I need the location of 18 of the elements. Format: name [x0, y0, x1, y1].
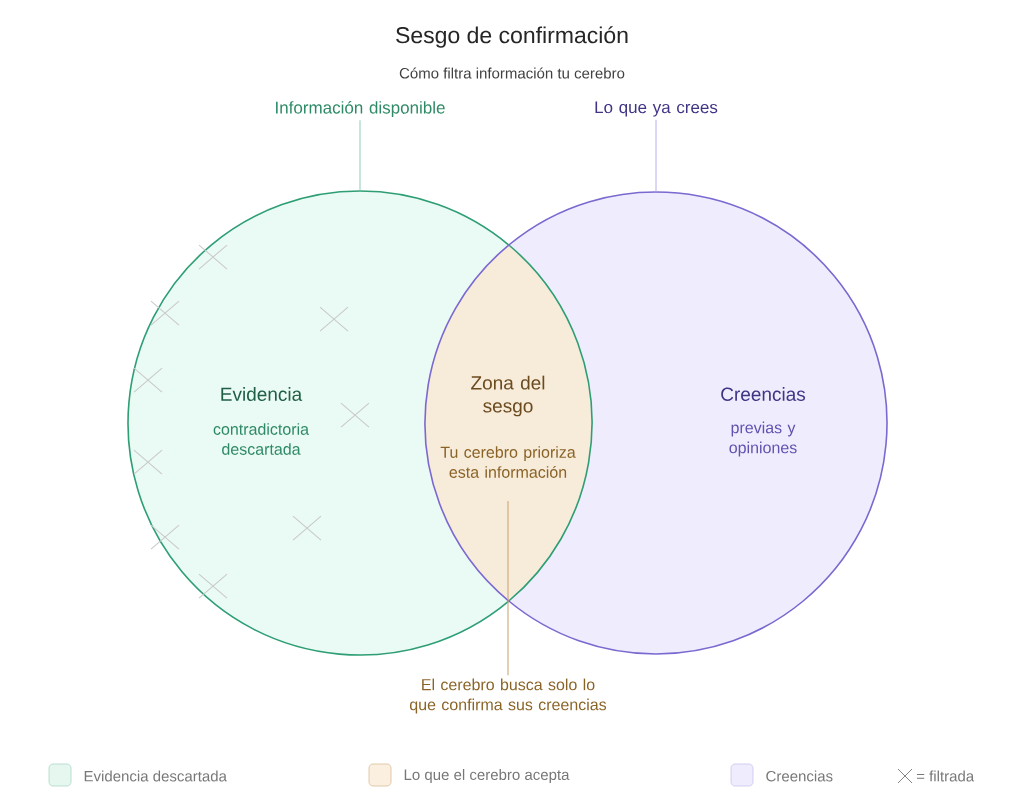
region-heading: Creencias: [721, 387, 806, 401]
leader-line: [359, 119, 361, 192]
legend-label: Evidencia descartada: [84, 770, 227, 782]
legend-label: Lo que el cerebro acepta: [404, 769, 570, 783]
region-heading: Evidencia: [221, 387, 303, 401]
title: Sesgo de confirmación: [396, 26, 628, 48]
region-description: previas y opiniones: [729, 421, 797, 457]
callout-text: Información disponible: [276, 101, 445, 118]
region-description: Tu cerebro prioriza esta información: [440, 446, 576, 478]
callout-text: El cerebro busca solo lo que confirma sus creencias: [409, 678, 607, 714]
subtitle: Cómo filtra información tu cerebro: [399, 67, 625, 79]
region-description: contradictoria descartada: [213, 423, 309, 455]
callout-text: Lo que ya crees: [595, 101, 718, 117]
leader-line: [655, 119, 657, 193]
legend-label: = filtrada: [916, 770, 975, 782]
legend-label: Creencias: [766, 770, 833, 782]
region-heading: Zona del sesgo: [471, 375, 545, 417]
overlap-region: [424, 244, 593, 602]
